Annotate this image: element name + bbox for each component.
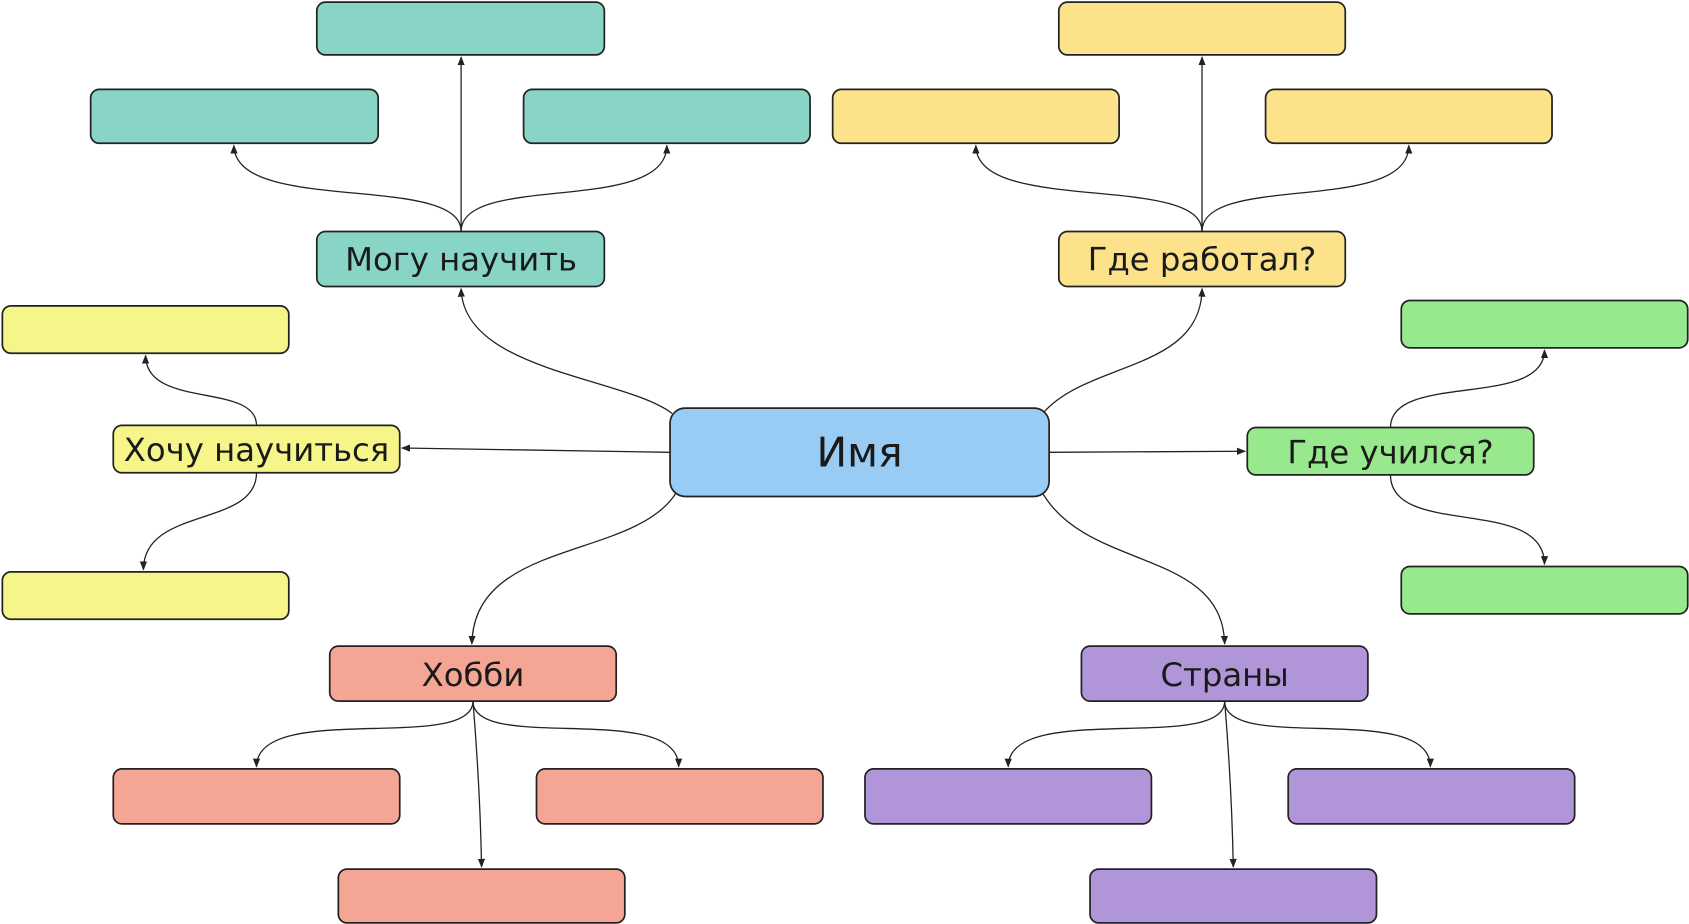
topic-countries-label: Страны [1161,656,1289,694]
topic-learn-label: Хочу научиться [124,431,389,469]
topic-hobby[interactable]: Хобби [328,645,618,702]
learn-child-box[interactable] [1,570,290,621]
countries-child-box[interactable] [1089,868,1378,924]
work-child-box[interactable] [1057,1,1347,56]
center-label: Имя [817,428,903,476]
topic-work-label: Где работал? [1088,241,1317,279]
topic-study-label: Где учился? [1287,433,1493,471]
topic-teach[interactable]: Могу научить [315,230,606,288]
hobby-child-box[interactable] [535,768,824,825]
hobby-child-box[interactable] [112,768,401,825]
learn-child-box[interactable] [1,304,290,355]
teach-child-box[interactable] [89,88,380,145]
topic-hobby-label: Хобби [422,656,525,694]
teach-child-box[interactable] [315,1,606,56]
center-node[interactable]: Имя [669,407,1050,498]
edges [139,56,1549,868]
topic-teach-label: Могу научить [345,241,577,279]
countries-child-box[interactable] [1287,768,1576,825]
work-child-box[interactable] [1264,88,1553,145]
topic-work[interactable]: Где работал? [1057,230,1347,288]
topic-countries[interactable]: Страны [1080,645,1369,702]
topic-learn[interactable]: Хочу научиться [112,424,401,474]
study-child-box[interactable] [1400,299,1689,349]
hobby-child-box[interactable] [337,868,626,924]
countries-child-box[interactable] [864,768,1153,825]
topic-study[interactable]: Где учился? [1246,426,1535,476]
teach-child-box[interactable] [522,88,811,145]
work-child-box[interactable] [831,88,1120,145]
study-child-box[interactable] [1400,565,1689,615]
